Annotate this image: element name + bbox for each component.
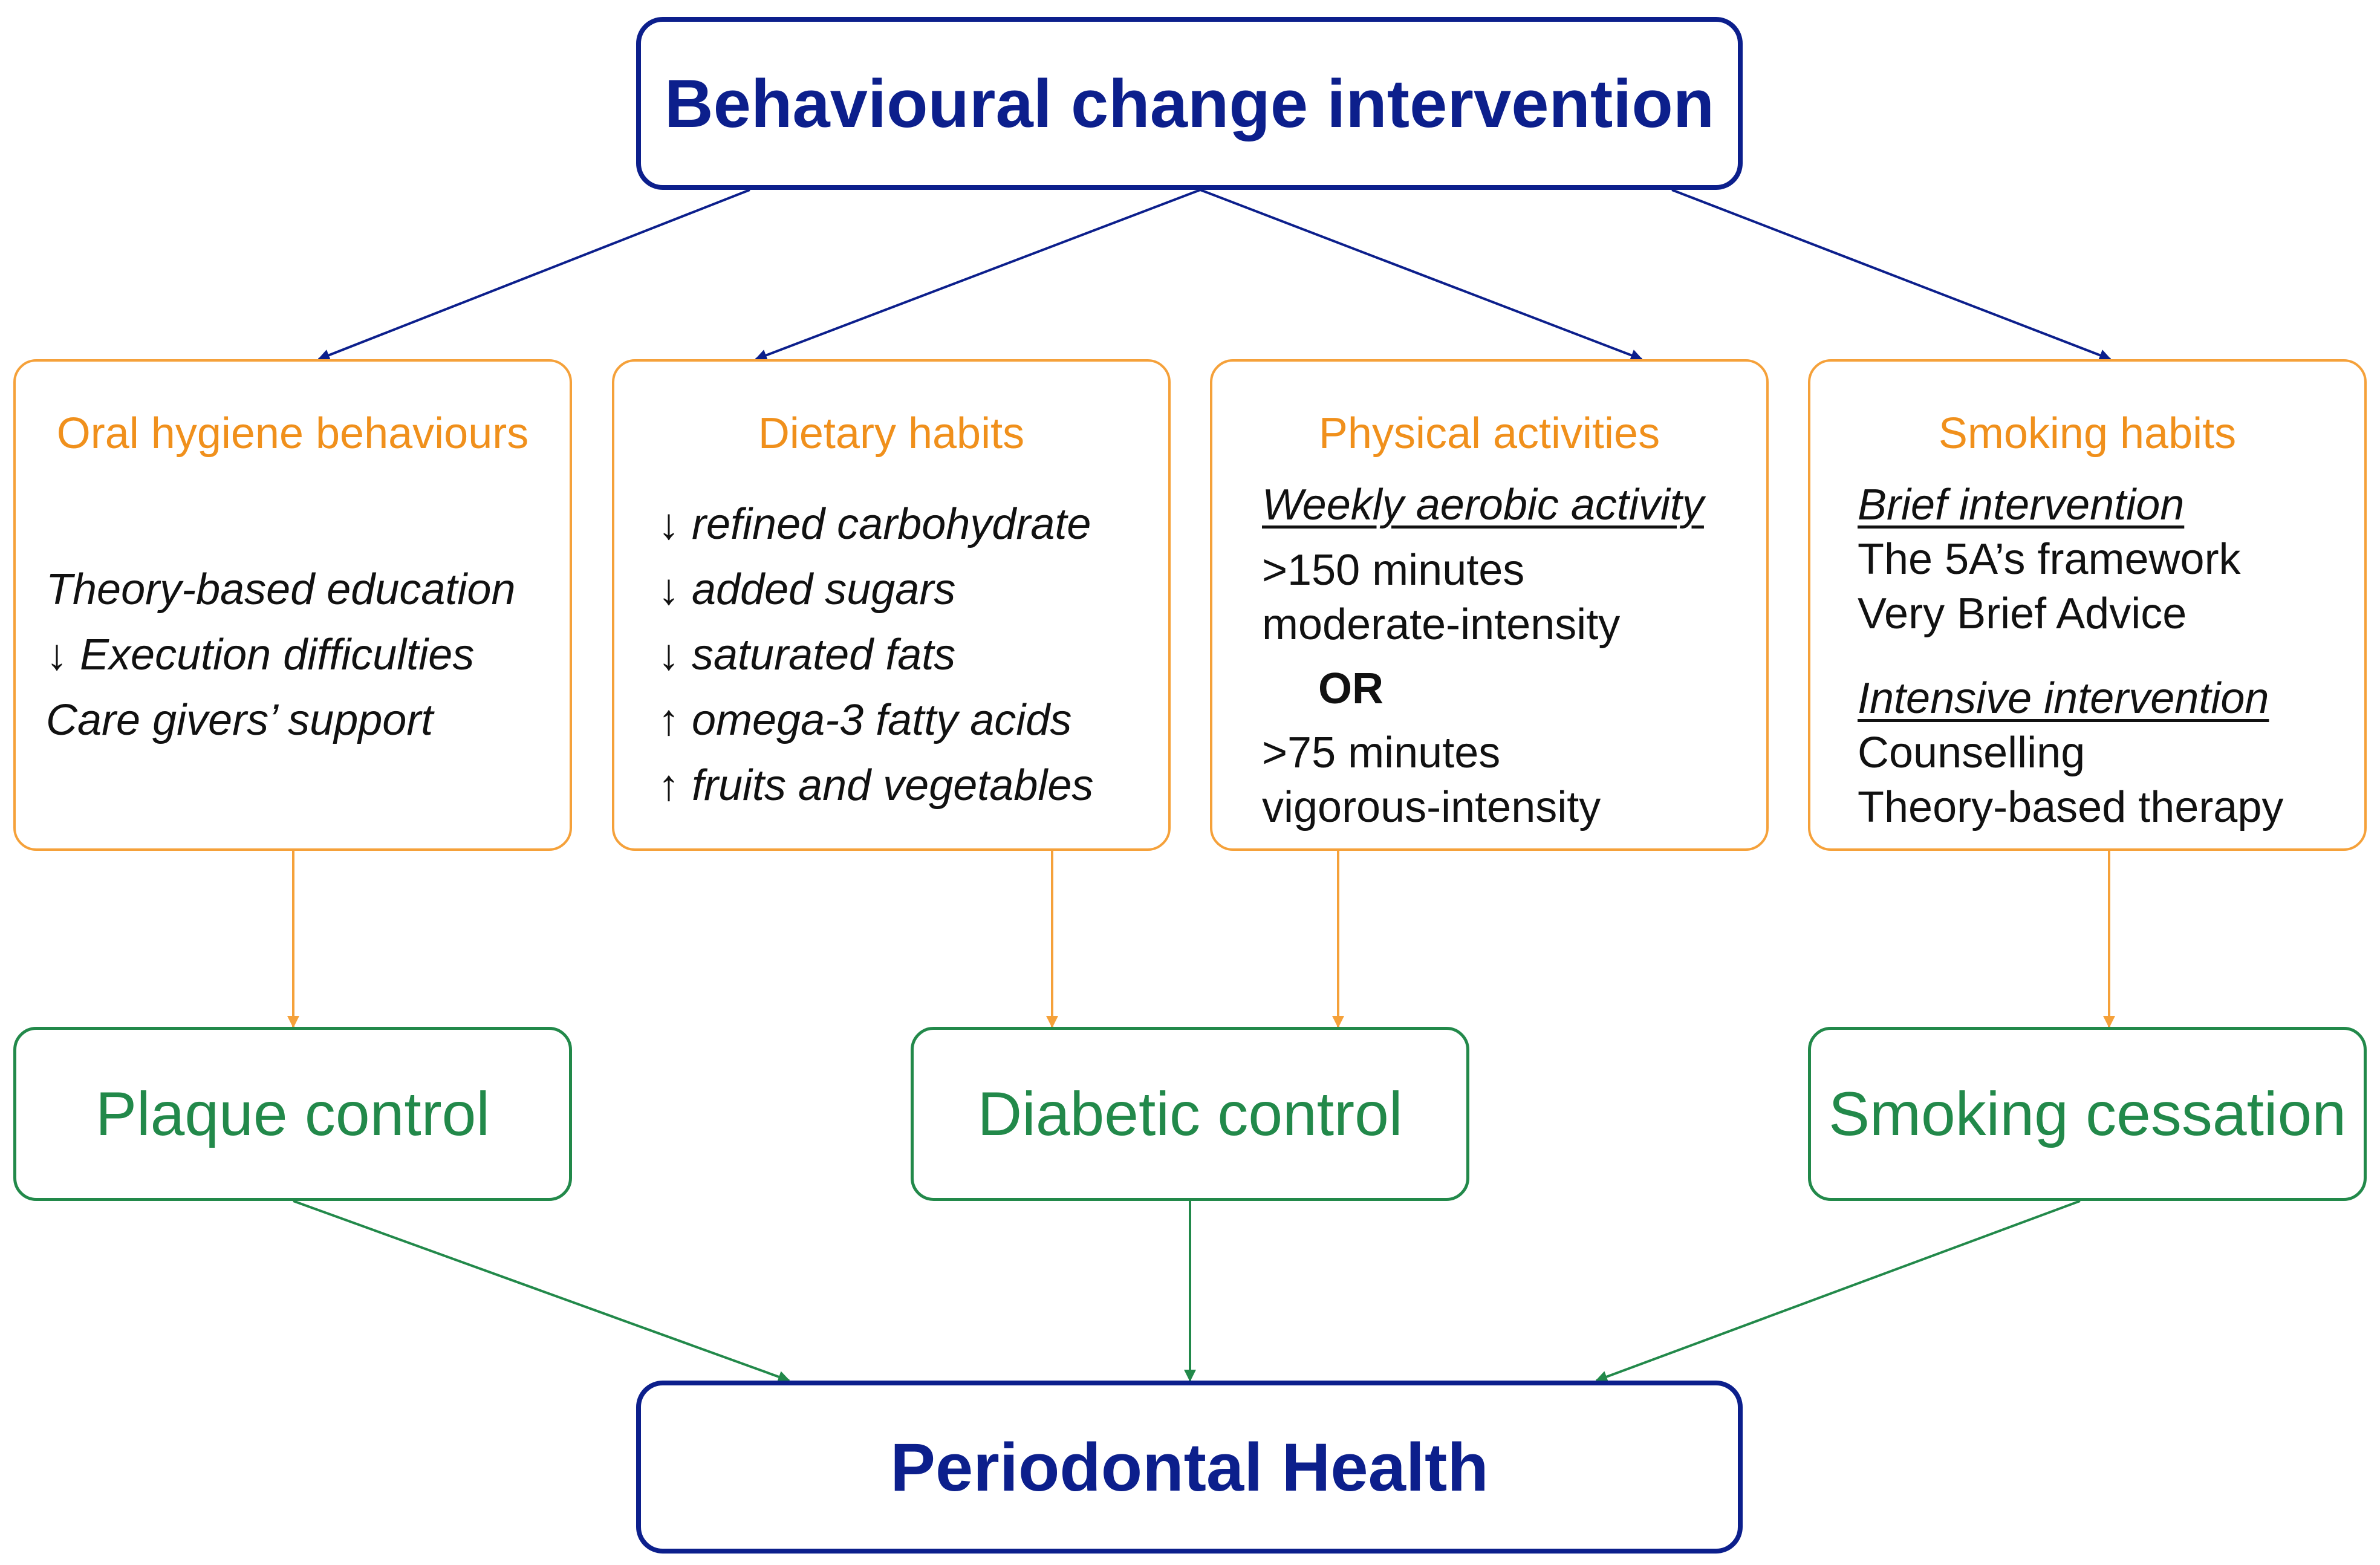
smoking-line: The 5A’s framework	[1858, 535, 2241, 584]
brief-intervention-heading: Brief intervention	[1858, 481, 2185, 529]
intervention-box: Behavioural change intervention	[636, 17, 1743, 190]
smoking-habits-box: Smoking habits Brief intervention The 5A…	[1808, 359, 2367, 851]
smoking-line: Counselling	[1858, 729, 2086, 777]
arrow-to-physical	[1200, 189, 1643, 361]
oral-hygiene-item: Care givers’ support	[46, 696, 434, 744]
arrow-to-dietary	[755, 189, 1201, 361]
dietary-item: ↓ refined carbohydrate	[658, 500, 1091, 548]
dietary-item: ↑ fruits and vegetables	[658, 761, 1094, 810]
dietary-item: ↑ omega-3 fatty acids	[658, 696, 1072, 744]
intensive-intervention-heading: Intensive intervention	[1858, 674, 2269, 723]
intervention-title: Behavioural change intervention	[664, 65, 1715, 142]
oral-hygiene-box: Oral hygiene behaviours Theory-based edu…	[13, 359, 572, 851]
physical-activities-title: Physical activities	[1318, 409, 1660, 458]
plaque-control-box: Plaque control	[13, 1027, 572, 1201]
physical-subheading: Weekly aerobic activity	[1262, 481, 1704, 529]
physical-line: vigorous-intensity	[1262, 783, 1601, 831]
physical-line: moderate-intensity	[1262, 600, 1621, 649]
physical-activities-box: Physical activities Weekly aerobic activ…	[1210, 359, 1769, 851]
oral-hygiene-item: ↓ Execution difficulties	[46, 631, 475, 679]
smoking-cessation-label: Smoking cessation	[1828, 1079, 2347, 1148]
diabetic-control-label: Diabetic control	[977, 1079, 1403, 1148]
arrow-to-smoking	[1671, 189, 2112, 361]
dietary-habits-box: Dietary habits ↓ refined carbohydrate ↓ …	[612, 359, 1171, 851]
arrow-cessation-to-health	[1595, 1200, 2081, 1383]
arrow-to-oral-hygiene	[317, 189, 750, 361]
oral-hygiene-item: Theory-based education	[46, 565, 516, 614]
periodontal-health-title: Periodontal Health	[890, 1429, 1489, 1505]
physical-line: >150 minutes	[1262, 546, 1525, 594]
dietary-item: ↓ added sugars	[658, 565, 956, 614]
arrow-plaque-to-health	[293, 1200, 790, 1383]
dietary-habits-title: Dietary habits	[758, 409, 1025, 458]
physical-or-label: OR	[1318, 665, 1383, 713]
diabetic-control-box: Diabetic control	[911, 1027, 1469, 1201]
smoking-cessation-box: Smoking cessation	[1808, 1027, 2367, 1201]
oral-hygiene-title: Oral hygiene behaviours	[56, 409, 529, 458]
smoking-line: Very Brief Advice	[1858, 590, 2187, 638]
smoking-habits-title: Smoking habits	[1938, 409, 2237, 458]
dietary-item: ↓ saturated fats	[658, 631, 956, 679]
smoking-line: Theory-based therapy	[1858, 783, 2284, 831]
plaque-control-label: Plaque control	[95, 1079, 490, 1148]
periodontal-health-box: Periodontal Health	[636, 1381, 1743, 1554]
physical-line: >75 minutes	[1262, 729, 1501, 777]
